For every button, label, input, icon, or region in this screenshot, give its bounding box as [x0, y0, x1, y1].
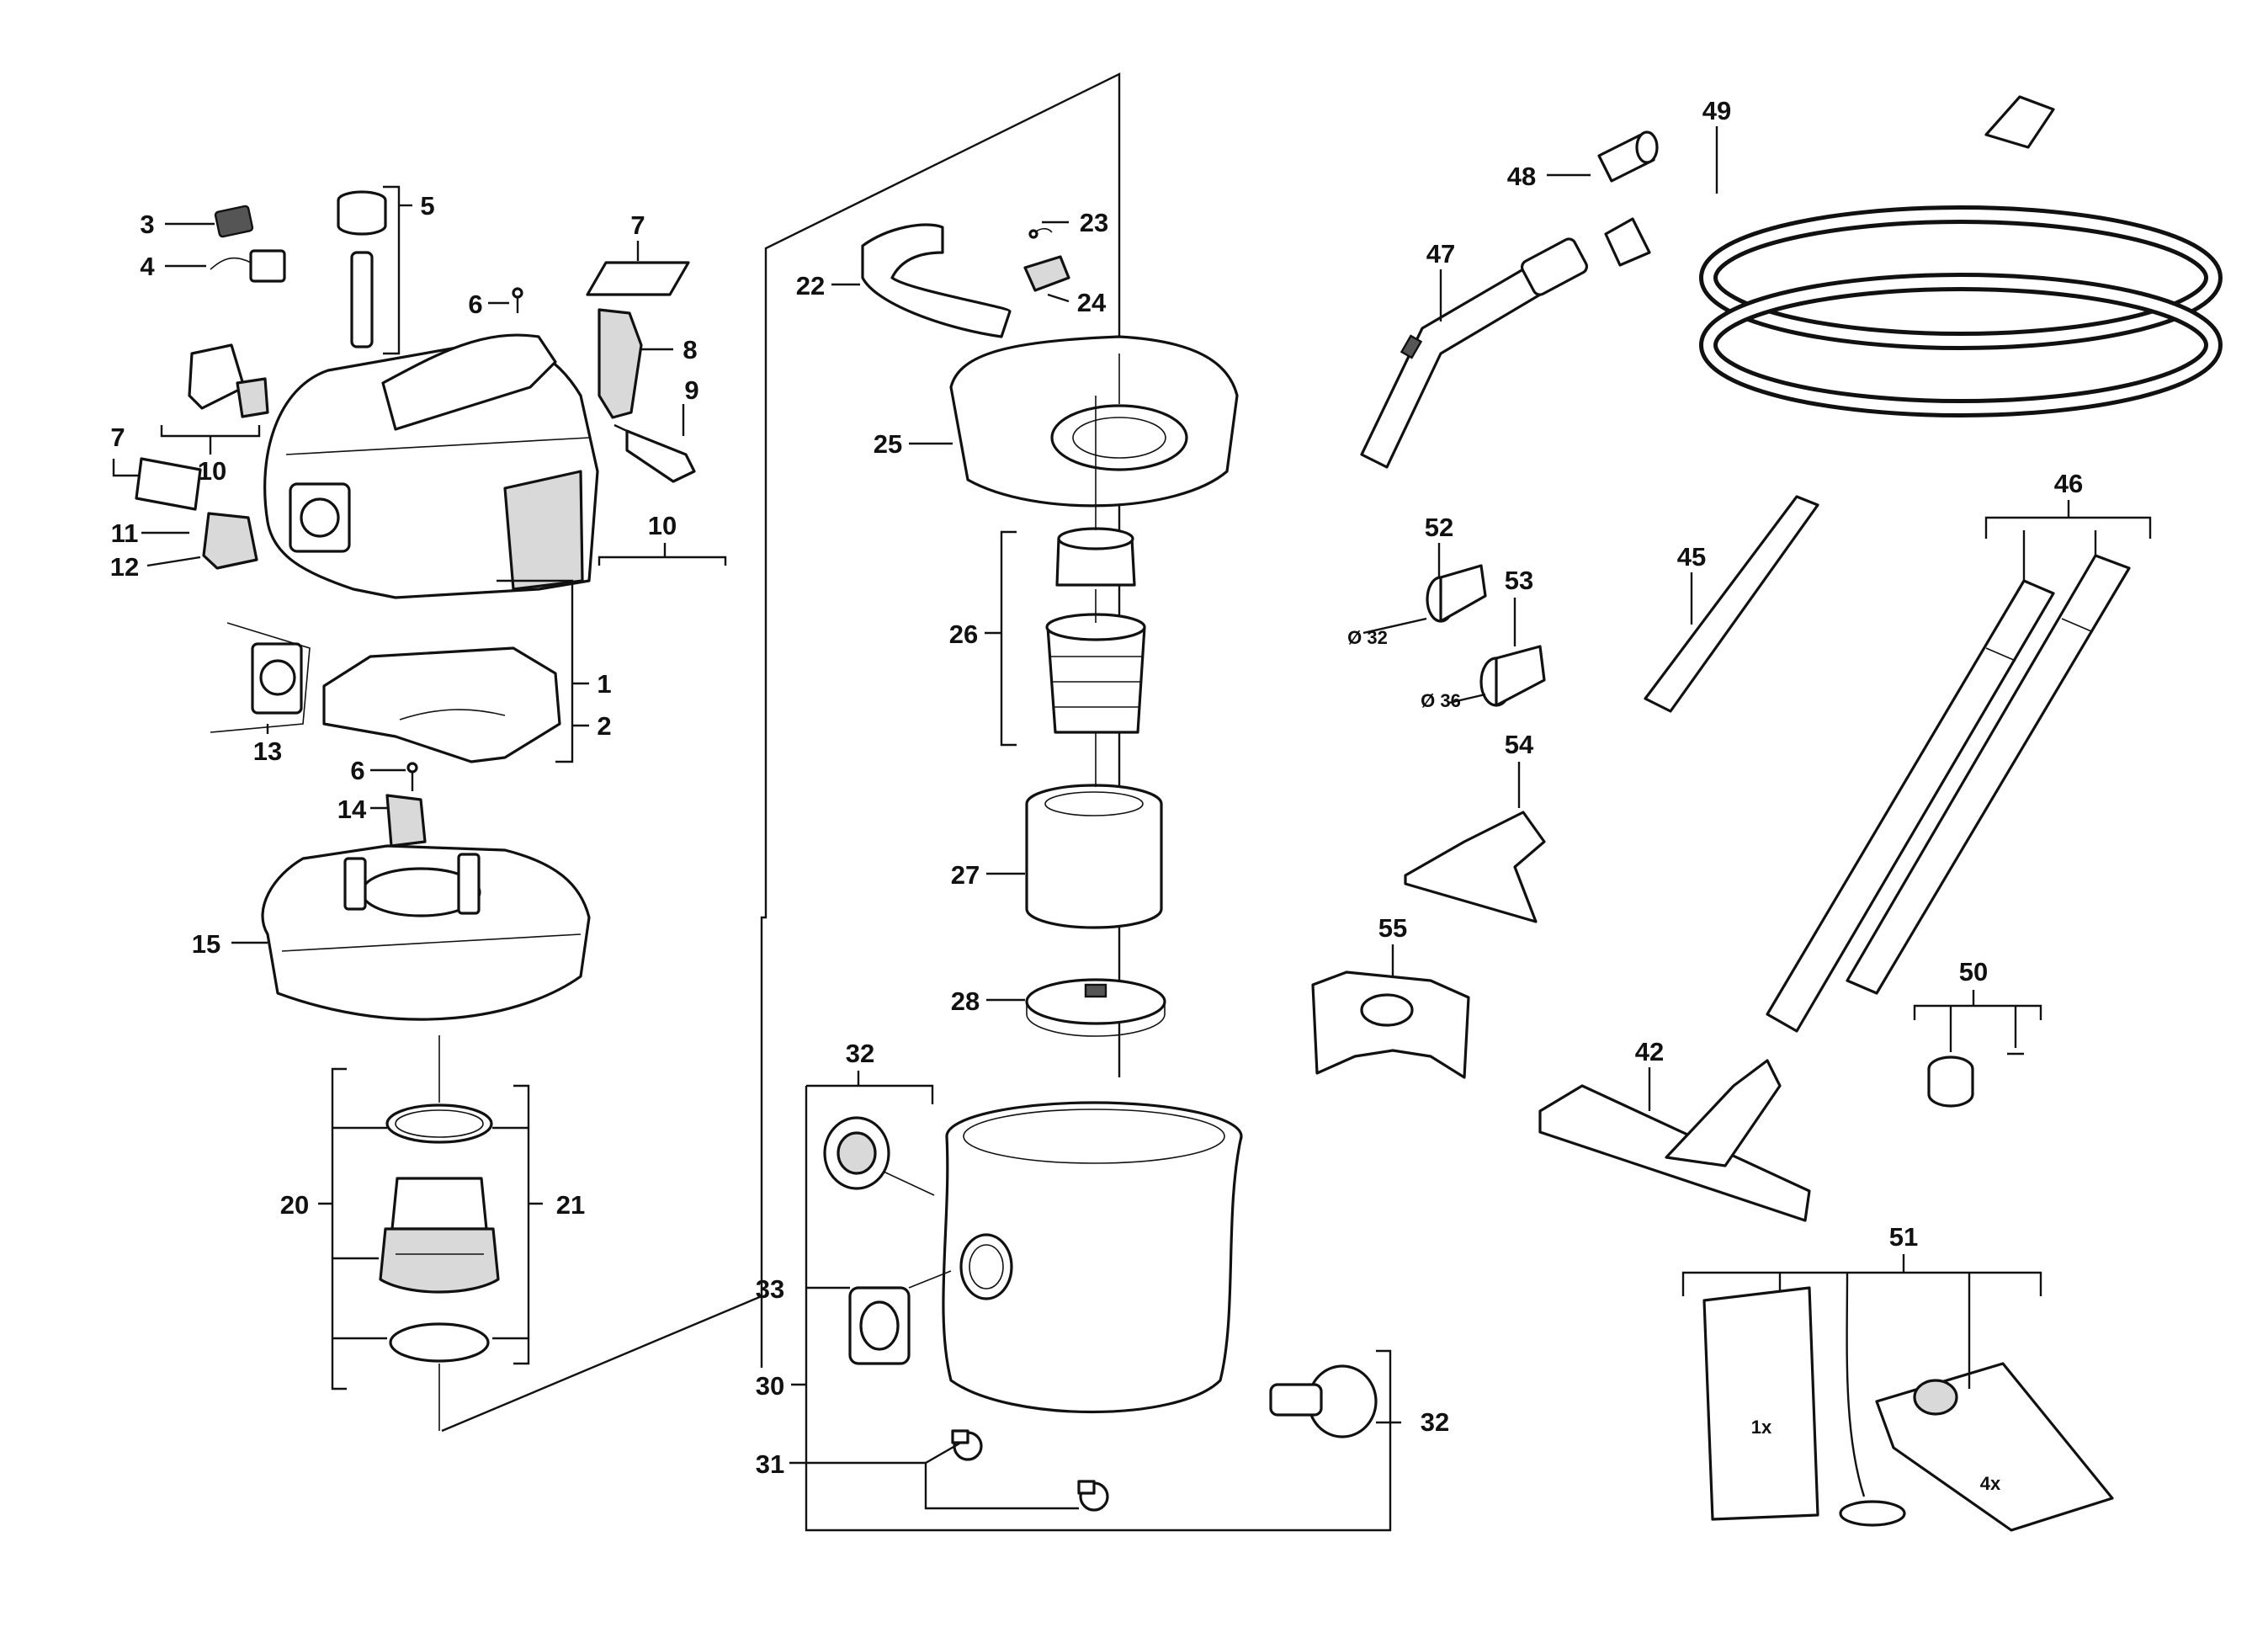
spring-part-23 — [1028, 227, 1053, 239]
diameter-36-annotation: Ø 36 — [1421, 690, 1461, 711]
label-part-54: 54 — [1505, 730, 1534, 759]
part-number-labels: 3 4 5 6 7 8 9 7 10 11 12 10 1 2 13 6 14 … — [110, 96, 2083, 1494]
tank-part-30 — [942, 1101, 1243, 1413]
label-part-25: 25 — [874, 429, 902, 459]
hand-tube-part-47 — [1360, 237, 1589, 469]
filter-bags-part-51 — [1702, 1286, 2114, 1532]
label-part-13: 13 — [253, 736, 282, 766]
suction-hose-part-49 — [1604, 95, 2223, 417]
suction-motor-part-20 — [379, 1177, 500, 1294]
label-part-12: 12 — [110, 552, 139, 582]
hose-holder-part-8 — [598, 308, 643, 419]
carry-handle-part-22 — [861, 223, 1012, 338]
crevice-tool-part-45 — [1644, 495, 1819, 713]
label-part-10a: 10 — [198, 456, 226, 486]
label-part-7b: 7 — [110, 423, 125, 452]
switch-knob-part-12 — [202, 512, 258, 570]
filter-disc-part-28 — [1025, 978, 1166, 1037]
label-part-27: 27 — [951, 860, 980, 890]
handle-knob-part-32-top — [823, 1116, 890, 1190]
tank-lid-part-25 — [949, 335, 1239, 508]
label-part-1: 1 — [597, 669, 611, 699]
label-part-20: 20 — [280, 1190, 309, 1220]
label-part-26: 26 — [949, 619, 978, 649]
switch-assembly-part-14 — [385, 794, 427, 848]
label-part-10b: 10 — [648, 511, 677, 540]
label-part-32b: 32 — [1421, 1407, 1449, 1437]
cartridge-filter-part-27 — [1025, 784, 1163, 929]
label-part-2: 2 — [597, 711, 611, 741]
handle-knob-part-32-bottom — [1269, 1364, 1378, 1438]
accessory-holder-part-55 — [1311, 970, 1470, 1079]
reducer-part-53 — [1479, 645, 1546, 707]
screw-part-6-middle — [406, 762, 418, 791]
label-part-7a: 7 — [630, 210, 645, 240]
floor-nozzle-part-42 — [1538, 1059, 1811, 1222]
caster-wheels-part-31 — [951, 1429, 1109, 1512]
filter-cage-part-26 — [1045, 527, 1146, 734]
quantity-1x-annotation: 1x — [1751, 1417, 1772, 1438]
label-part-46: 46 — [2054, 469, 2083, 498]
switch-part-3 — [214, 205, 254, 238]
label-part-47: 47 — [1426, 239, 1455, 269]
label-part-6a: 6 — [468, 290, 482, 319]
diameter-32-annotation: Ø 32 — [1347, 627, 1388, 648]
label-part-32a: 32 — [846, 1039, 874, 1068]
capacitor-part-4 — [210, 249, 286, 283]
bracket-part-13 — [251, 642, 303, 715]
label-plate-part-7-left — [135, 457, 202, 511]
switch-cover-part-10-left — [188, 343, 269, 418]
label-part-11: 11 — [111, 518, 139, 548]
leader-lines — [112, 126, 2152, 1532]
label-part-24: 24 — [1077, 288, 1107, 317]
label-part-8: 8 — [683, 335, 697, 364]
inlet-socket-part-33 — [848, 1286, 911, 1365]
label-part-9: 9 — [684, 375, 698, 405]
label-part-55: 55 — [1378, 913, 1407, 943]
latch-part-24 — [1023, 255, 1070, 292]
assembly-divider-frame — [441, 72, 1121, 1433]
label-part-49: 49 — [1702, 96, 1731, 125]
label-part-51: 51 — [1889, 1222, 1918, 1252]
label-part-3: 3 — [140, 210, 154, 239]
screw-part-6-top — [512, 287, 523, 313]
label-part-21: 21 — [556, 1190, 585, 1220]
label-part-33: 33 — [756, 1274, 784, 1304]
upholstery-nozzle-part-54 — [1404, 811, 1546, 923]
motor-gasket-part-20-21 — [385, 1103, 493, 1144]
motor-seal-ring — [389, 1322, 490, 1363]
reducer-part-52 — [1426, 564, 1487, 623]
label-part-48: 48 — [1507, 162, 1536, 191]
adapter-part-50 — [1927, 1052, 2024, 1108]
label-part-50: 50 — [1959, 957, 1988, 986]
label-part-4: 4 — [140, 252, 155, 281]
power-cord-plug-part-9 — [613, 423, 696, 483]
label-part-31: 31 — [756, 1449, 784, 1479]
label-part-45: 45 — [1677, 542, 1706, 572]
label-part-15: 15 — [192, 929, 220, 959]
extension-tubes-part-46 — [1766, 554, 2131, 1033]
adapter-part-48 — [1597, 130, 1659, 183]
quantity-4x-annotation: 4x — [1980, 1473, 2001, 1494]
label-part-5: 5 — [420, 191, 434, 221]
label-part-42: 42 — [1635, 1037, 1664, 1066]
motor-cover-plate-parts-1-2 — [322, 646, 561, 763]
label-plate-part-7-top — [586, 261, 690, 296]
float-valve-part-5 — [337, 190, 387, 348]
label-part-28: 28 — [951, 986, 980, 1016]
label-part-14: 14 — [337, 795, 367, 824]
label-part-52: 52 — [1425, 513, 1453, 542]
motor-housing-part-15 — [261, 844, 591, 1021]
motor-head-cover — [263, 333, 599, 599]
label-part-6b: 6 — [350, 756, 364, 785]
label-part-23: 23 — [1080, 208, 1108, 237]
label-part-22: 22 — [796, 271, 825, 300]
label-part-30: 30 — [756, 1371, 784, 1401]
label-part-53: 53 — [1505, 566, 1533, 595]
